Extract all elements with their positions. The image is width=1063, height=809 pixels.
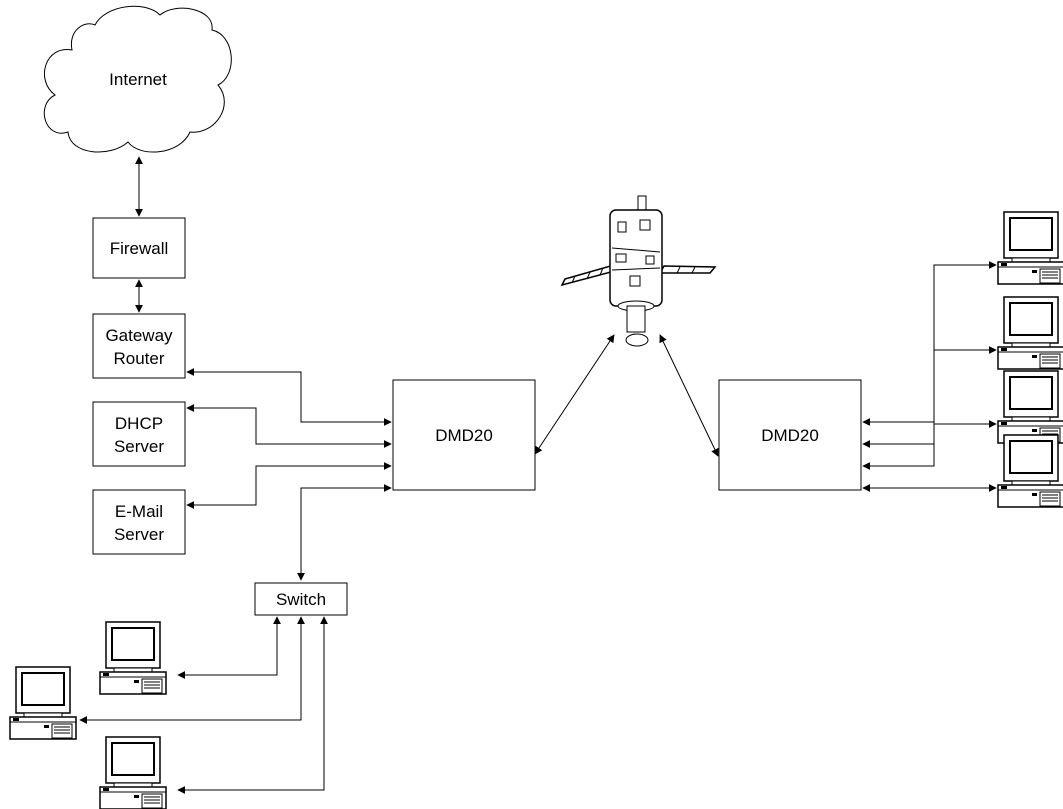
dmd20-right-label: DMD20: [761, 426, 819, 445]
desktop-computer-icon: [997, 296, 1063, 370]
dhcp-server-label-line2: Server: [114, 437, 164, 456]
desktop-computer-icon: [997, 211, 1063, 285]
gateway-router-box: [92, 313, 186, 379]
internet-cloud: Internet: [43, 5, 232, 153]
connectors: [79, 156, 997, 794]
email-server-label-line1: E-Mail: [115, 502, 163, 521]
dmd20-left-label: DMD20: [435, 426, 493, 445]
desktop-computer-icon: [997, 370, 1063, 444]
dmd20-right-box: [718, 379, 862, 491]
gateway-router-label-line2: Router: [113, 349, 164, 368]
desktop-computer-icon: [9, 666, 77, 740]
email-server-box: [92, 489, 186, 555]
desktop-computer-icon: [997, 434, 1063, 508]
gateway-router-label-line1: Gateway: [105, 326, 173, 345]
desktop-computer-icon: [99, 736, 167, 809]
firewall-label: Firewall: [110, 239, 169, 258]
switch-label: Switch: [276, 590, 326, 609]
dmd20-left-box: [392, 379, 536, 491]
desktop-computer-icon: [99, 621, 167, 695]
switch-box: [254, 582, 348, 616]
dhcp-server-label-line1: DHCP: [115, 414, 163, 433]
satellite-icon: [560, 195, 717, 347]
firewall-box: [92, 217, 186, 279]
email-server-label-line2: Server: [114, 525, 164, 544]
internet-label: Internet: [109, 70, 167, 89]
dhcp-server-box: [92, 401, 186, 467]
